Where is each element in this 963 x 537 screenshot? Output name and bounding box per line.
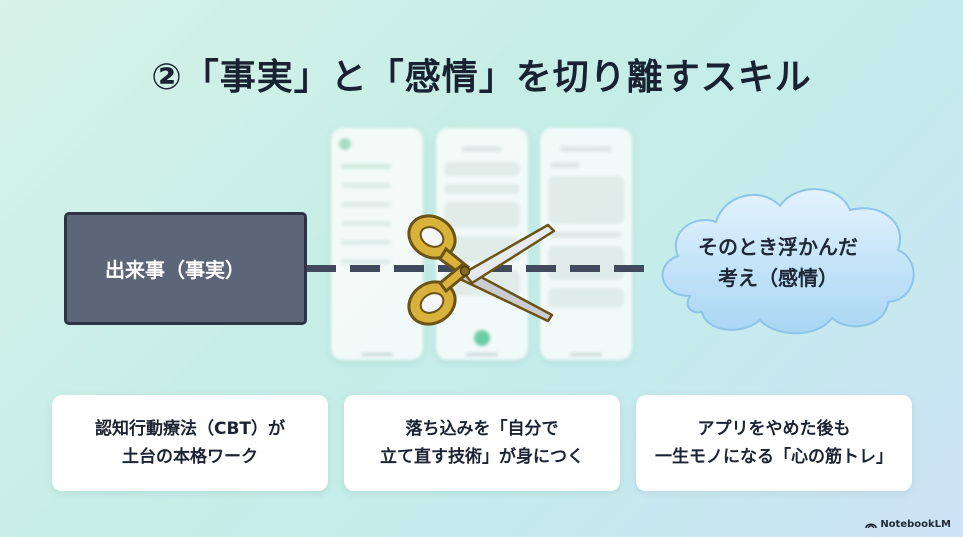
feature-card-lifelong: アプリをやめた後も 一生モノになる「心の筋トレ」 [636,395,912,491]
fact-box: 出来事（事実） [64,212,307,325]
app-screenshots [331,128,634,360]
app-screen-record [540,128,632,360]
app-screen-menu [331,128,423,360]
feature-card-recovery: 落ち込みを「自分で 立て直す技術」が身につく [344,395,620,491]
app-screen-home [436,128,528,360]
emotion-label: そのとき浮かんだ 考え（感情） [698,235,858,290]
slide-title: ②「事実」と「感情」を切り離すスキル [151,57,812,98]
brand-watermark: NotebookLM [865,519,951,530]
brand-label: NotebookLM [880,519,951,530]
feature-card-cbt: 認知行動療法（CBT）が 土台の本格ワーク [52,395,328,491]
fact-label: 出来事（事実） [105,258,245,282]
notebooklm-logo-icon [865,523,878,529]
thought-cloud [661,188,915,335]
scissors-icon [407,214,556,326]
